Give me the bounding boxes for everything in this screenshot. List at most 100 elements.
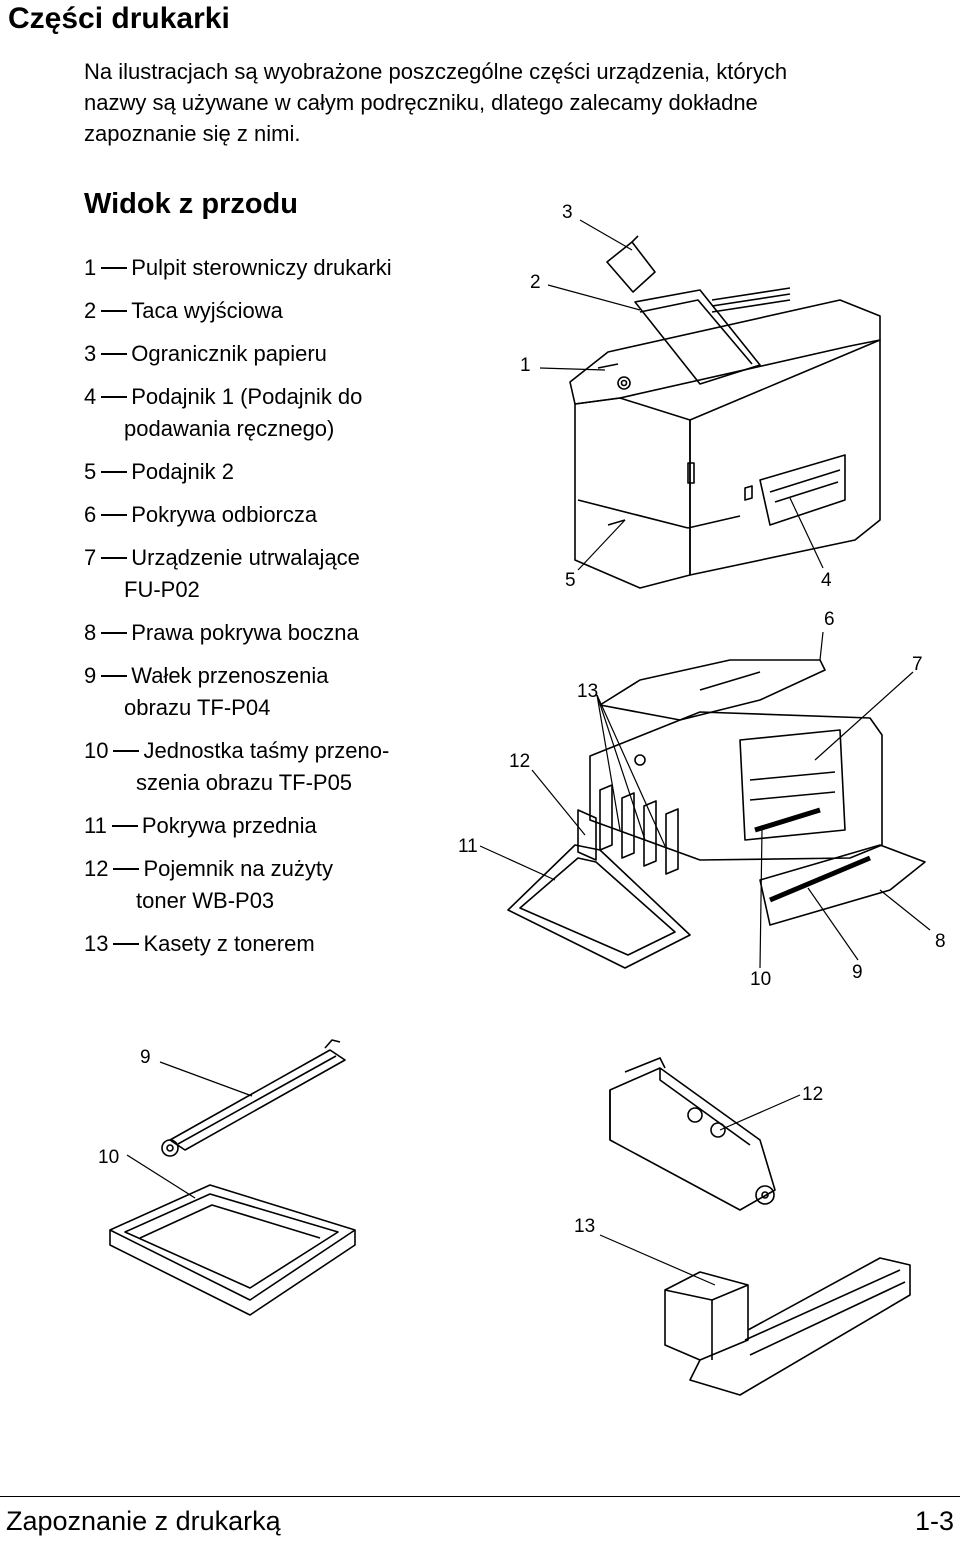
intro-line: zapoznanie się z nimi. <box>84 121 301 146</box>
legend-number: 12 <box>84 856 109 881</box>
transfer-belt-unit-part <box>109 1184 356 1316</box>
legend-dash <box>101 353 128 356</box>
legend-text-continued: FU-P02 <box>124 577 200 602</box>
legend-number: 3 <box>84 341 97 366</box>
legend-dash <box>101 471 128 474</box>
callout-label: 12 <box>509 751 530 772</box>
legend-number: 7 <box>84 545 97 570</box>
callout-label: 13 <box>574 1216 595 1237</box>
legend-text: Jednostka taśmy przeno- <box>143 738 390 763</box>
toner-cartridge <box>599 784 613 851</box>
legend-item: 1 Pulpit sterowniczy drukarki <box>84 252 464 284</box>
callout-label: 8 <box>935 931 946 952</box>
legend-item: 11 Pokrywa przednia <box>84 810 464 842</box>
legend-number: 10 <box>84 738 109 763</box>
legend-text: Pokrywa przednia <box>141 813 317 838</box>
legend-number: 4 <box>84 384 97 409</box>
legend-dash <box>113 750 140 753</box>
callout-label: 12 <box>802 1084 823 1105</box>
intro-line: nazwy są używane w całym podręczniku, dl… <box>84 90 758 115</box>
printer-right-side <box>689 339 881 576</box>
legend-text: Pojemnik na zużyty <box>143 856 334 881</box>
callout-labels: 3 2 1 5 4 6 7 13 12 11 8 10 9 9 10 12 13 <box>98 202 946 1237</box>
toner-cartridge <box>643 800 657 867</box>
legend-dash <box>101 396 128 399</box>
legend-number: 2 <box>84 298 97 323</box>
fuser-unit <box>739 729 846 841</box>
front-cover <box>507 844 691 969</box>
control-panel-button <box>617 376 631 390</box>
printer-open-view-drawing <box>507 659 926 969</box>
legend-text: Pulpit sterowniczy drukarki <box>131 255 392 280</box>
legend-number: 9 <box>84 663 97 688</box>
legend-text: Taca wyjściowa <box>131 298 283 323</box>
footer-section-title: Zapoznanie z drukarką <box>6 1506 281 1536</box>
transfer-belt-bar <box>754 807 821 833</box>
callout-label: 9 <box>140 1047 151 1068</box>
legend-item: 2 Taca wyjściowa <box>84 295 464 327</box>
page-title: Części drukarki <box>8 2 230 35</box>
legend-text: Podajnik 1 (Podajnik do <box>131 384 363 409</box>
legend-text: Podajnik 2 <box>131 459 234 484</box>
transfer-roller <box>769 855 871 903</box>
callout-label: 1 <box>520 355 531 376</box>
callout-leader-lines <box>126 219 931 1286</box>
legend-text: Urządzenie utrwalające <box>131 545 360 570</box>
waste-toner-box <box>577 809 597 861</box>
transfer-roller-part <box>161 1039 346 1157</box>
legend-number: 13 <box>84 931 109 956</box>
callout-label: 4 <box>821 570 832 591</box>
printer-front-view-drawing <box>569 235 881 589</box>
callout-label: 13 <box>577 681 598 702</box>
legend-item: 10 Jednostka taśmy przeno-szenia obrazu T… <box>84 735 464 799</box>
parts-legend: 1 Pulpit sterowniczy drukarki 2 Taca wyjśc… <box>84 252 464 971</box>
output-tray <box>634 289 761 385</box>
legend-dash <box>101 310 128 313</box>
legend-text-continued: szenia obrazu TF-P05 <box>136 770 353 795</box>
footer-divider <box>0 1496 960 1497</box>
toner-cartridge <box>665 808 679 875</box>
callout-label: 7 <box>912 654 923 675</box>
legend-dash <box>101 557 128 560</box>
callout-label: 11 <box>458 836 478 857</box>
printer-front-face <box>574 397 691 589</box>
legend-number: 1 <box>84 255 97 280</box>
manual-feed-tray <box>759 454 846 526</box>
legend-dash <box>101 514 128 517</box>
legend-dash <box>101 267 128 270</box>
side-handle <box>687 462 695 484</box>
open-top-cover <box>599 659 826 721</box>
legend-text: Pokrywa odbiorcza <box>131 502 318 527</box>
legend-item: 13 Kasety z tonerem <box>84 928 464 960</box>
legend-number: 6 <box>84 502 97 527</box>
legend-text: Kasety z tonerem <box>143 931 315 956</box>
legend-number: 8 <box>84 620 97 645</box>
intro-line: Na ilustracjach są wyobrażone poszczegól… <box>84 59 788 84</box>
callout-label: 5 <box>565 570 576 591</box>
callout-label: 2 <box>530 272 541 293</box>
section-subtitle: Widok z przodu <box>84 188 298 220</box>
legend-dash <box>101 675 128 678</box>
footer-page-number: 1-3 <box>914 1506 954 1536</box>
callout-label: 10 <box>750 969 771 990</box>
legend-dash <box>113 868 140 871</box>
legend-text: Prawa pokrywa boczna <box>131 620 359 645</box>
legend-dash <box>111 825 138 828</box>
callout-label: 3 <box>562 202 573 223</box>
legend-text: Wałek przenoszenia <box>131 663 329 688</box>
printer-top-surface <box>569 299 881 405</box>
callout-label: 9 <box>852 962 863 983</box>
legend-item: 6 Pokrywa odbiorcza <box>84 499 464 531</box>
legend-dash <box>113 943 140 946</box>
callout-label: 10 <box>98 1147 119 1168</box>
waste-toner-box-part <box>609 1057 776 1211</box>
callout-label: 6 <box>824 609 835 630</box>
right-side-cover <box>759 844 926 926</box>
legend-number: 11 <box>84 813 107 838</box>
